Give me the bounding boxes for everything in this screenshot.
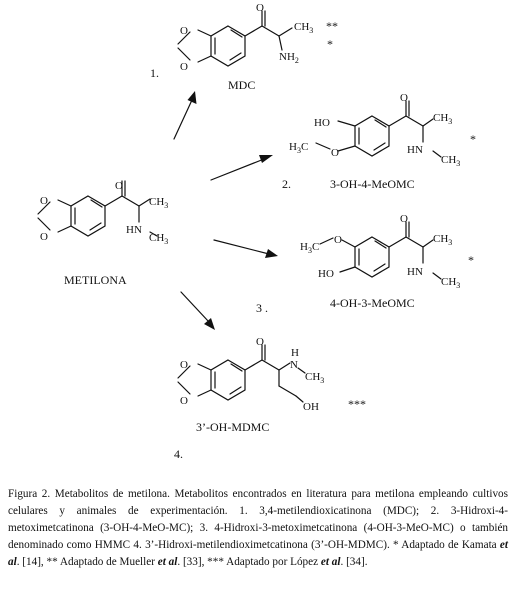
4-oh-3-meomc-structure [319,221,442,280]
atom-hn: HN [407,266,423,278]
atom-h3c: H3C [289,141,308,155]
metabolite-name-1: MDC [228,78,255,92]
atom-nh-h: H [291,347,299,359]
metilona-structure [37,180,158,237]
atom-hn: HN [126,224,142,236]
atom-o-carbonyl: O [400,213,408,225]
reference-mark-1b: * [327,37,333,51]
atom-o-methoxy: O [331,147,339,159]
metabolite-name-4: 3’-OH-MDMC [196,420,269,434]
caption-et-al-2: et al [157,556,178,568]
atom-ch3: CH3 [433,112,452,126]
atom-ho: HO [318,268,334,280]
reference-mark-3: * [468,253,474,267]
metabolite-name-2: 3-OH-4-MeOMC [330,177,415,191]
atom-h3c: H3C [300,241,319,255]
atom-o-carbonyl: O [115,180,123,192]
metabolite-index-3: 3 . [256,301,268,315]
atom-o-dioxole-top: O [40,195,48,207]
atom-ch3: CH3 [433,233,452,247]
reference-mark-4: *** [348,397,366,411]
atom-ho: HO [314,117,330,129]
atom-ch3-n: CH3 [441,276,460,290]
caption-text: Figura 2. Metabolitos de metilona. Metab… [8,488,508,551]
reference-mark-2: * [470,132,476,146]
arrow-to-mdc [173,99,193,140]
arrow-to-3-oh-4-meomc [210,158,265,181]
3-oh-mdmc-structure [177,344,306,403]
atom-ch3-n: CH3 [441,154,460,168]
metabolite-name-3: 4-OH-3-MeOMC [330,296,415,310]
atom-ch3-n: CH3 [149,232,168,246]
atom-o-carbonyl: O [256,336,264,348]
3-oh-4-meomc-structure [315,100,442,158]
atom-ch3: CH3 [149,196,168,210]
atom-ch3-n: CH3 [305,371,324,385]
atom-o-dioxole-bottom: O [180,61,188,73]
atom-o-dioxole-top: O [180,25,188,37]
arrow-to-4-oh-3-meomc [213,239,270,255]
metabolite-index-1: 1. [150,66,159,80]
atom-o-carbonyl: O [400,92,408,104]
atom-o-dioxole-bottom: O [180,395,188,407]
reference-mark-1a: ** [326,19,338,33]
caption-ref-2: . [33], *** Adaptado por López [177,556,321,568]
atom-nh2: NH2 [279,51,299,65]
metabolite-index-4: 4. [174,447,183,461]
atom-o-methoxy: O [334,234,342,246]
caption-ref-1: . [14], ** Adaptado de Mueller [16,556,158,568]
metabolism-diagram: O O O CH3 HN CH3 O O O CH3 NH2 O HO O H3… [37,2,476,461]
atom-o-dioxole-bottom: O [40,231,48,243]
atom-o-dioxole-top: O [180,359,188,371]
atom-ch3: CH3 [294,21,313,35]
caption-et-al-1: et al [8,539,508,568]
figure-caption: Figura 2. Metabolitos de metilona. Metab… [8,486,508,571]
atom-n: N [290,359,298,371]
atom-o-carbonyl: O [256,2,264,14]
atom-oh: OH [303,401,319,413]
caption-et-al-3: et al [320,556,341,568]
metabolite-index-2: 2. [282,177,291,191]
caption-ref-3: . [34]. [340,556,368,568]
atom-hn: HN [407,144,423,156]
mdc-structure [177,10,293,67]
compound-name-metilona: METILONA [64,273,127,287]
arrow-to-3-oh-mdmc [180,291,210,323]
